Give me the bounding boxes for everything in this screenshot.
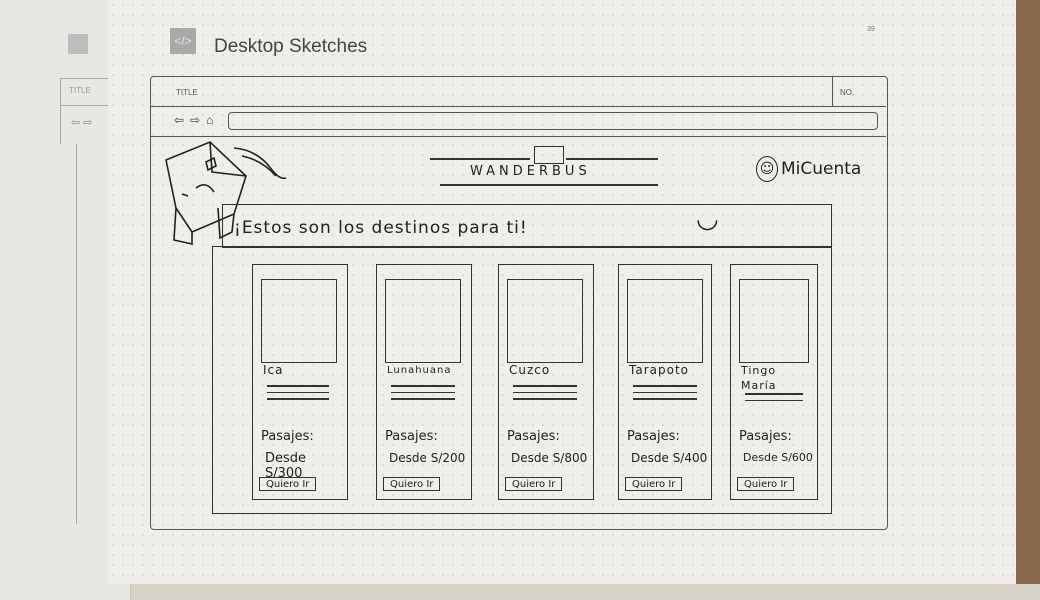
back-sheet-title-label: TITLE [69,86,91,95]
page-number: 39 [867,26,875,33]
back-sheet-logo-icon [68,34,88,54]
pasajes-label: Pasajes: [507,429,560,444]
titlebar-divider [832,76,833,106]
back-sheet-nav-icon: ⇦ ⇨ [71,117,93,129]
brand-right-line [566,158,658,160]
price-label: Desde S/200 [389,451,466,465]
destinations-panel [212,246,832,514]
desk-background [1016,0,1040,584]
destination-name: Lunahuana [387,365,452,376]
browser-title-label: TITLE [176,88,198,97]
destination-image [507,279,583,363]
destination-image [627,279,703,363]
quiero-ir-button[interactable]: Quiero Ir [737,477,795,491]
pasajes-label: Pasajes: [627,429,680,444]
quiero-ir-button[interactable]: Quiero Ir [505,477,563,491]
mascot-icon [165,141,287,245]
destination-image [385,279,461,363]
brand-logo-text[interactable]: WANDERBUS [470,164,591,179]
browser-window [150,76,888,530]
description-lines [513,385,577,405]
back-sheet-edge [76,144,77,524]
bus-icon [534,146,564,164]
destination-card[interactable]: Tarapoto Pasajes: Desde S/400 Quiero Ir [618,264,712,500]
price-label: Desde S/800 [511,451,588,465]
price-label: Desde S/400 [631,451,708,465]
destination-name: Cuzco [509,363,551,377]
destination-name: Tarapoto [629,363,689,377]
description-lines [633,385,697,405]
destination-image [739,279,809,363]
pasajes-label: Pasajes: [739,429,792,444]
destination-name: Ica [263,363,284,377]
brand-left-line [430,158,530,160]
sketch-logo-icon: </> [170,28,196,54]
browser-navbar: ⇦ ⇨ ⌂ [150,106,886,137]
account-link[interactable]: ☺MiCuenta [756,156,861,182]
description-lines [745,393,803,406]
destination-card[interactable]: Ica Pasajes: Desde S/300 Quiero Ir [252,264,348,500]
url-bar[interactable] [228,112,878,130]
quiero-ir-button[interactable]: Quiero Ir [259,477,317,491]
forward-arrow-icon[interactable]: ⇨ [190,113,201,127]
page-title: Desktop Sketches [214,36,368,57]
destination-image [261,279,337,363]
pasajes-label: Pasajes: [385,429,438,444]
back-sheet-navbar: ⇦ ⇨ [60,104,131,144]
home-icon[interactable]: ⌂ [206,113,214,127]
pasajes-label: Pasajes: [261,429,314,444]
quiero-ir-button[interactable]: Quiero Ir [625,477,683,491]
description-lines [391,385,455,405]
back-arrow-icon[interactable]: ⇦ [174,113,185,127]
brand-underline [440,184,658,186]
destination-card[interactable]: Tingo María Pasajes: Desde S/600 Quiero … [730,264,818,500]
back-sheet-titlebar: TITLE [60,78,131,106]
destination-card[interactable]: Cuzco Pasajes: Desde S/800 Quiero Ir [498,264,594,500]
browser-no-label: NO. [840,88,855,97]
quiero-ir-button[interactable]: Quiero Ir [383,477,441,491]
browser-titlebar: TITLE NO. [150,76,886,107]
description-lines [267,385,329,405]
user-icon: ☺ [756,156,778,182]
destination-card[interactable]: Lunahuana Pasajes: Desde S/200 Quiero Ir [376,264,472,500]
smiley-icon: ◡ [696,204,719,234]
price-label: Desde S/600 [743,451,813,464]
welcome-banner [222,204,832,248]
account-label: MiCuenta [781,159,862,179]
banner-text: ¡Estos son los destinos para ti! [234,218,528,238]
destination-name: Tingo María [741,364,777,392]
